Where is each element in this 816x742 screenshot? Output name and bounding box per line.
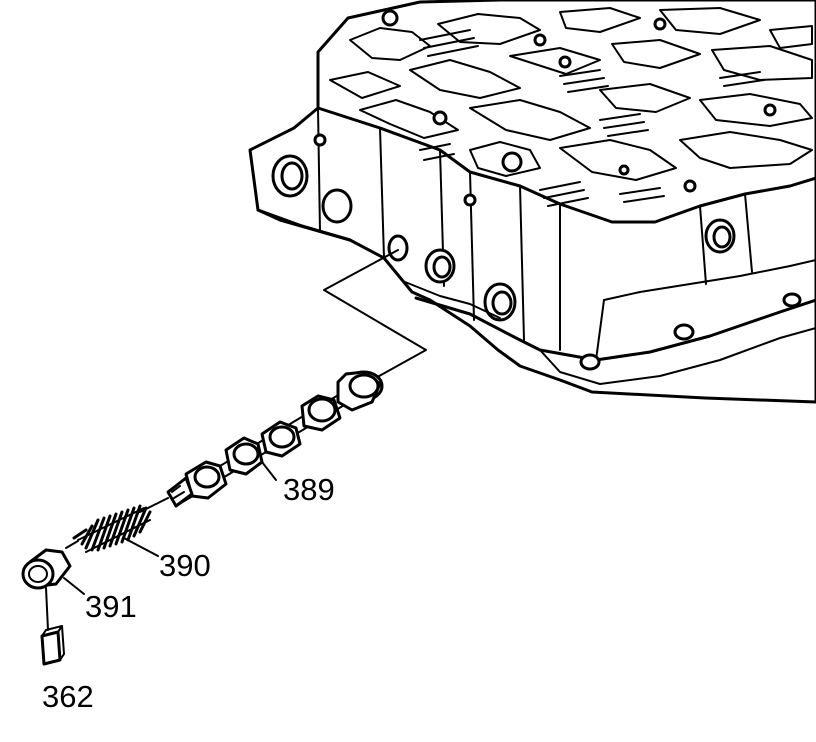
valve-389 xyxy=(166,370,384,508)
valve-body-casting xyxy=(248,0,816,404)
spring-390 xyxy=(72,504,152,553)
explode-leader-line xyxy=(323,249,427,381)
leader-line-391 xyxy=(63,577,85,595)
callout-390: 390 xyxy=(159,548,211,583)
leader-line-389 xyxy=(261,461,277,481)
callout-391: 391 xyxy=(85,589,137,624)
explode-axis-line xyxy=(45,587,49,631)
callout-389: 389 xyxy=(283,472,335,507)
leader-line-390 xyxy=(123,537,159,557)
retainer-362 xyxy=(40,625,65,666)
valve-body-channels xyxy=(313,7,813,207)
plug-391 xyxy=(21,548,72,590)
explode-axis-line xyxy=(65,540,79,549)
callout-362: 362 xyxy=(42,679,94,714)
